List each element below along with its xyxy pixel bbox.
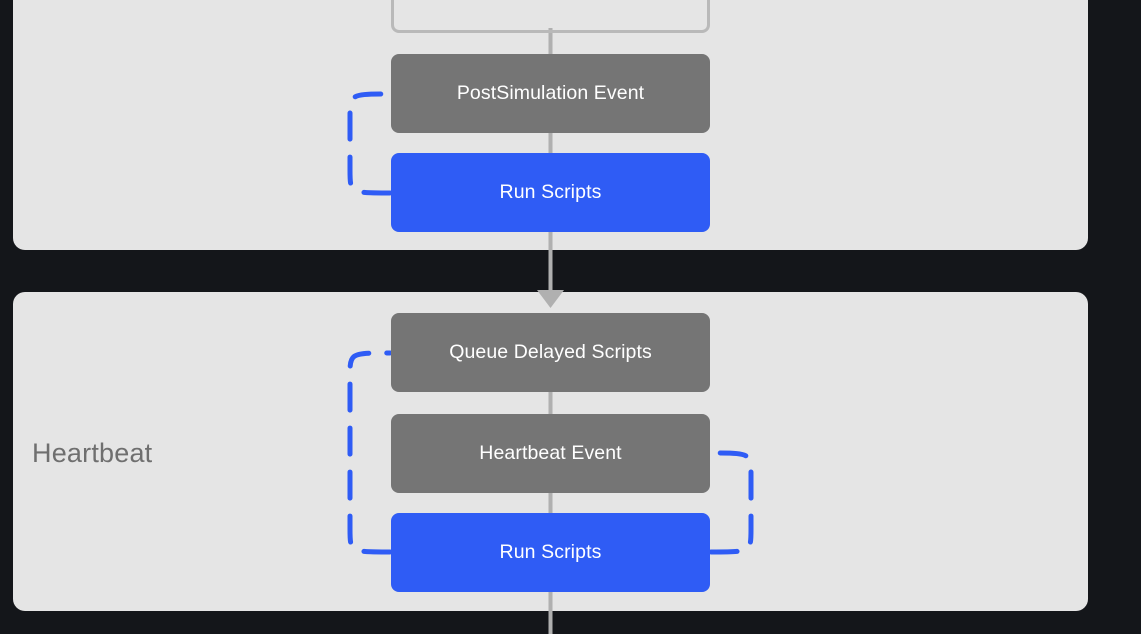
- node-postsimulation-run-scripts-label: Run Scripts: [499, 181, 602, 203]
- node-heartbeat-event[interactable]: Heartbeat Event: [391, 414, 710, 493]
- node-heartbeat-event-label: Heartbeat Event: [479, 442, 622, 464]
- node-queue-delayed-scripts[interactable]: Queue Delayed Scripts: [391, 313, 710, 392]
- group-label-heartbeat: Heartbeat: [32, 438, 153, 468]
- node-heartbeat-run-scripts[interactable]: Run Scripts: [391, 513, 710, 592]
- node-heartbeat-run-scripts-label: Run Scripts: [499, 541, 602, 563]
- node-postsimulation-event-label: PostSimulation Event: [456, 82, 645, 104]
- node-presim-outline[interactable]: [391, 0, 710, 33]
- node-queue-delayed-scripts-label: Queue Delayed Scripts: [449, 341, 652, 363]
- node-postsimulation-run-scripts[interactable]: Run Scripts: [391, 153, 710, 232]
- node-postsimulation-event[interactable]: PostSimulation Event: [391, 54, 710, 133]
